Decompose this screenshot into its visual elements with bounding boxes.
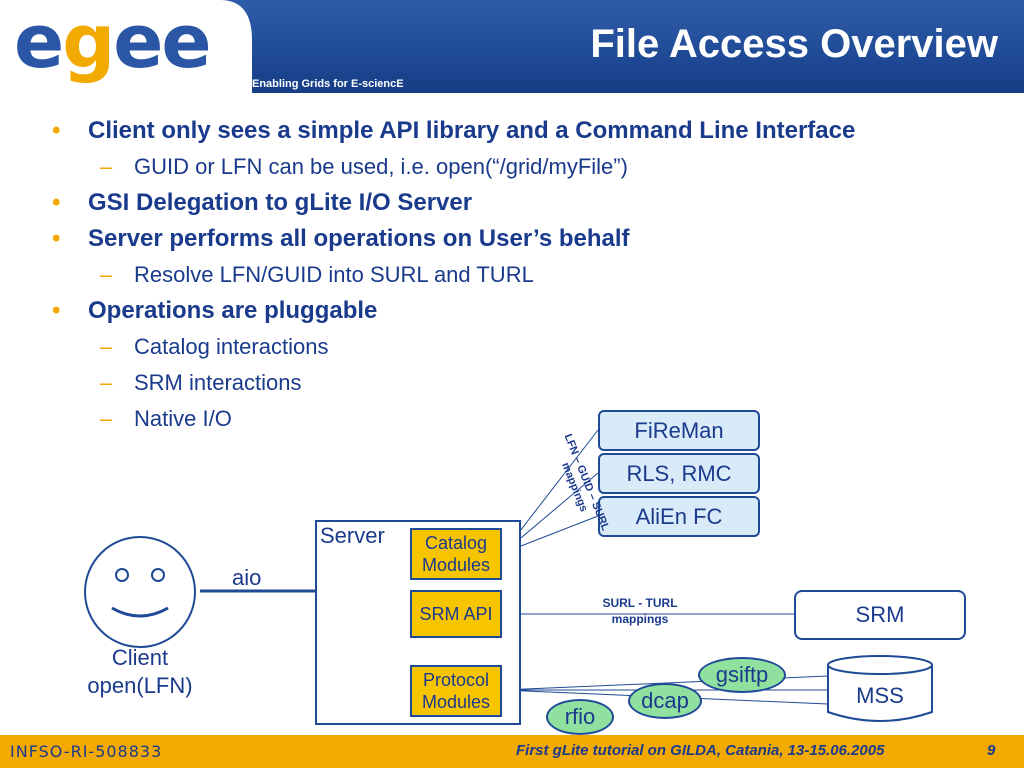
bullet-item: •GSI Delegation to gLite I/O Server	[52, 189, 473, 216]
catalog-rls-rmc: RLS, RMC	[598, 453, 760, 494]
client-smile	[111, 606, 169, 618]
catalog-alien-fc: AliEn FC	[598, 496, 760, 537]
page-title: File Access Overview	[590, 22, 998, 66]
footer-project-id: INFSO-RI-508833	[10, 742, 163, 761]
egee-logo: egee	[0, 0, 252, 93]
protocol-rfio: rfio	[546, 699, 614, 735]
bullet-item: •Server performs all operations on User’…	[52, 225, 630, 252]
client-label: Client	[111, 645, 169, 670]
logo-text: egee	[14, 0, 212, 85]
protocol-modules: Protocol Modules	[410, 665, 502, 717]
protocol-dcap: dcap	[628, 683, 702, 719]
sub-bullet-item: –Catalog interactions	[100, 334, 329, 359]
bullet-item: •Operations are pluggable	[52, 297, 378, 324]
server-label: Server	[320, 523, 385, 548]
client-eye-left	[115, 568, 129, 582]
sub-bullet-item: –GUID or LFN can be used, i.e. open(“/gr…	[100, 154, 628, 179]
aio-label: aio	[232, 565, 262, 590]
srm-api-module: SRM API	[410, 590, 502, 638]
bullet-item: •Client only sees a simple API library a…	[52, 117, 856, 144]
protocol-gsiftp: gsiftp	[698, 657, 786, 693]
catalog-modules: Catalog Modules	[410, 528, 502, 580]
srm-box: SRM	[794, 590, 966, 640]
bullet-list: •Client only sees a simple API library a…	[48, 116, 978, 440]
surl-turl-label: SURL - TURL mappings	[602, 596, 678, 626]
tagline: Enabling Grids for E-sciencE	[252, 78, 404, 90]
catalog-fireman: FiReMan	[598, 410, 760, 451]
footer-bar	[0, 735, 1024, 768]
client-call-label: open(LFN)	[87, 673, 193, 698]
sub-bullet-item: –SRM interactions	[100, 370, 302, 395]
sub-bullet-item: –Resolve LFN/GUID into SURL and TURL	[100, 262, 534, 287]
client-eye-right	[151, 568, 165, 582]
sub-bullet-item: –Native I/O	[100, 406, 232, 431]
mss-label: MSS	[856, 683, 904, 708]
client-face-icon	[84, 536, 196, 648]
footer-event: First gLite tutorial on GILDA, Catania, …	[516, 742, 885, 759]
page-number: 9	[987, 742, 996, 759]
logo-background	[0, 0, 252, 93]
